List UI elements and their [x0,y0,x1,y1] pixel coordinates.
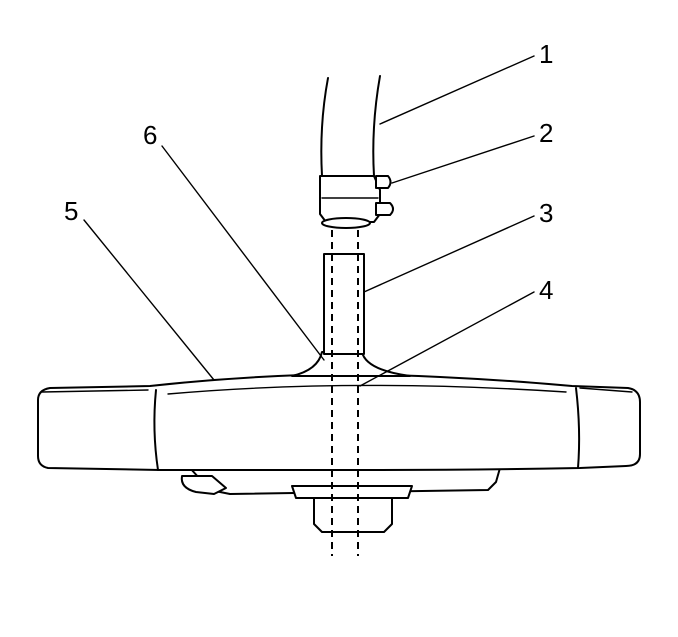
leader-line-6 [161,145,325,361]
callout-6: 6 [143,120,157,150]
leader-line-3 [363,215,535,293]
leader-line-2 [391,135,535,184]
callout-labels: 1 2 3 4 5 6 [64,39,553,305]
lower-housing [180,467,501,533]
callout-3: 3 [539,198,553,228]
hose [320,75,381,177]
fitting-boss [291,351,411,377]
callout-5: 5 [64,196,78,226]
nipple-tube [323,253,365,355]
mounting-bracket [37,373,641,472]
callout-1: 1 [539,39,553,69]
hose-clamp [319,175,394,229]
callout-4: 4 [539,275,553,305]
leader-line-1 [379,55,535,125]
callout-2: 2 [539,118,553,148]
leader-lines [83,55,535,387]
leader-line-5 [83,219,215,381]
hidden-centerlines [331,230,359,556]
leader-line-4 [359,291,535,387]
